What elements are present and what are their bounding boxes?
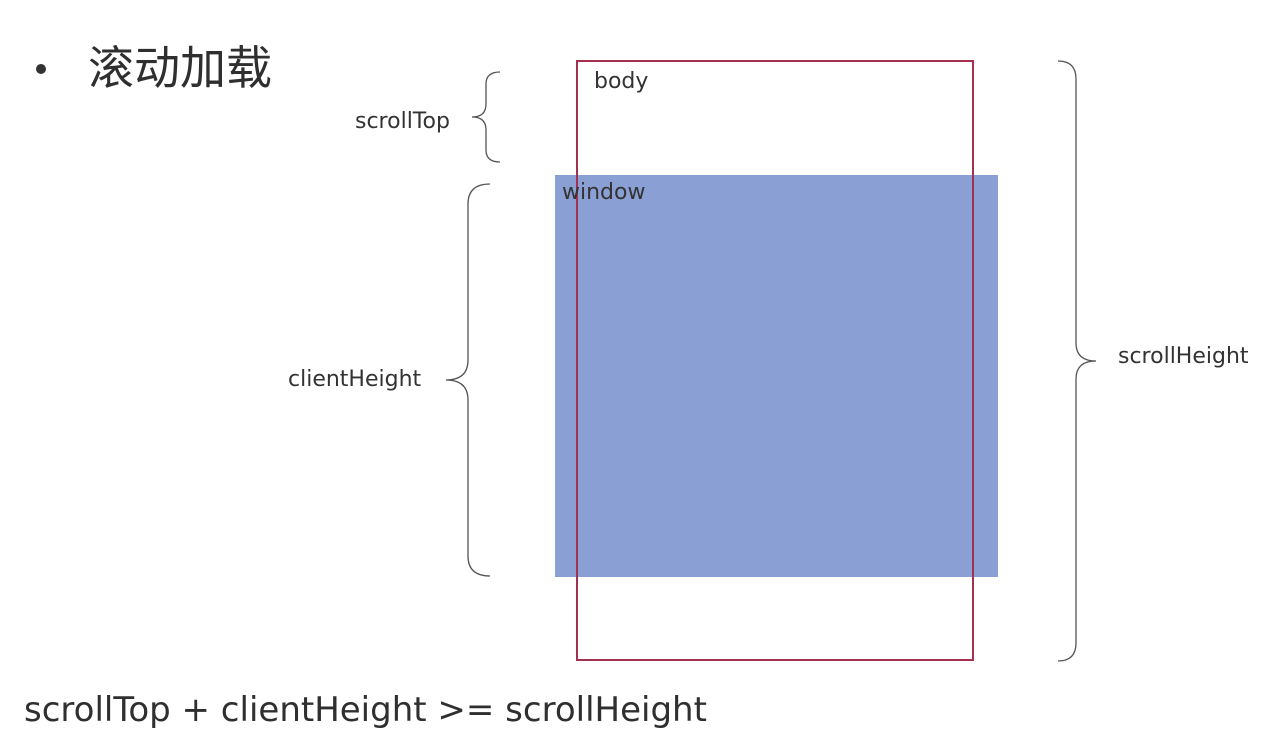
- window-viewport: [555, 175, 998, 577]
- scrollheight-brace: [1057, 60, 1097, 662]
- body-document: [576, 60, 974, 661]
- scrolltop-label: scrollTop: [355, 109, 450, 134]
- scroll-formula: scrollTop + clientHeight >= scrollHeight: [24, 690, 707, 730]
- body-label: body: [594, 69, 649, 94]
- scrolltop-brace: [471, 71, 501, 163]
- clientheight-label: clientHeight: [288, 367, 422, 392]
- window-label: window: [562, 180, 646, 205]
- clientheight-brace: [445, 183, 491, 577]
- scrollheight-label: scrollHeight: [1118, 344, 1249, 369]
- slide-heading: 滚动加载: [88, 41, 272, 95]
- bullet-point: [36, 64, 46, 74]
